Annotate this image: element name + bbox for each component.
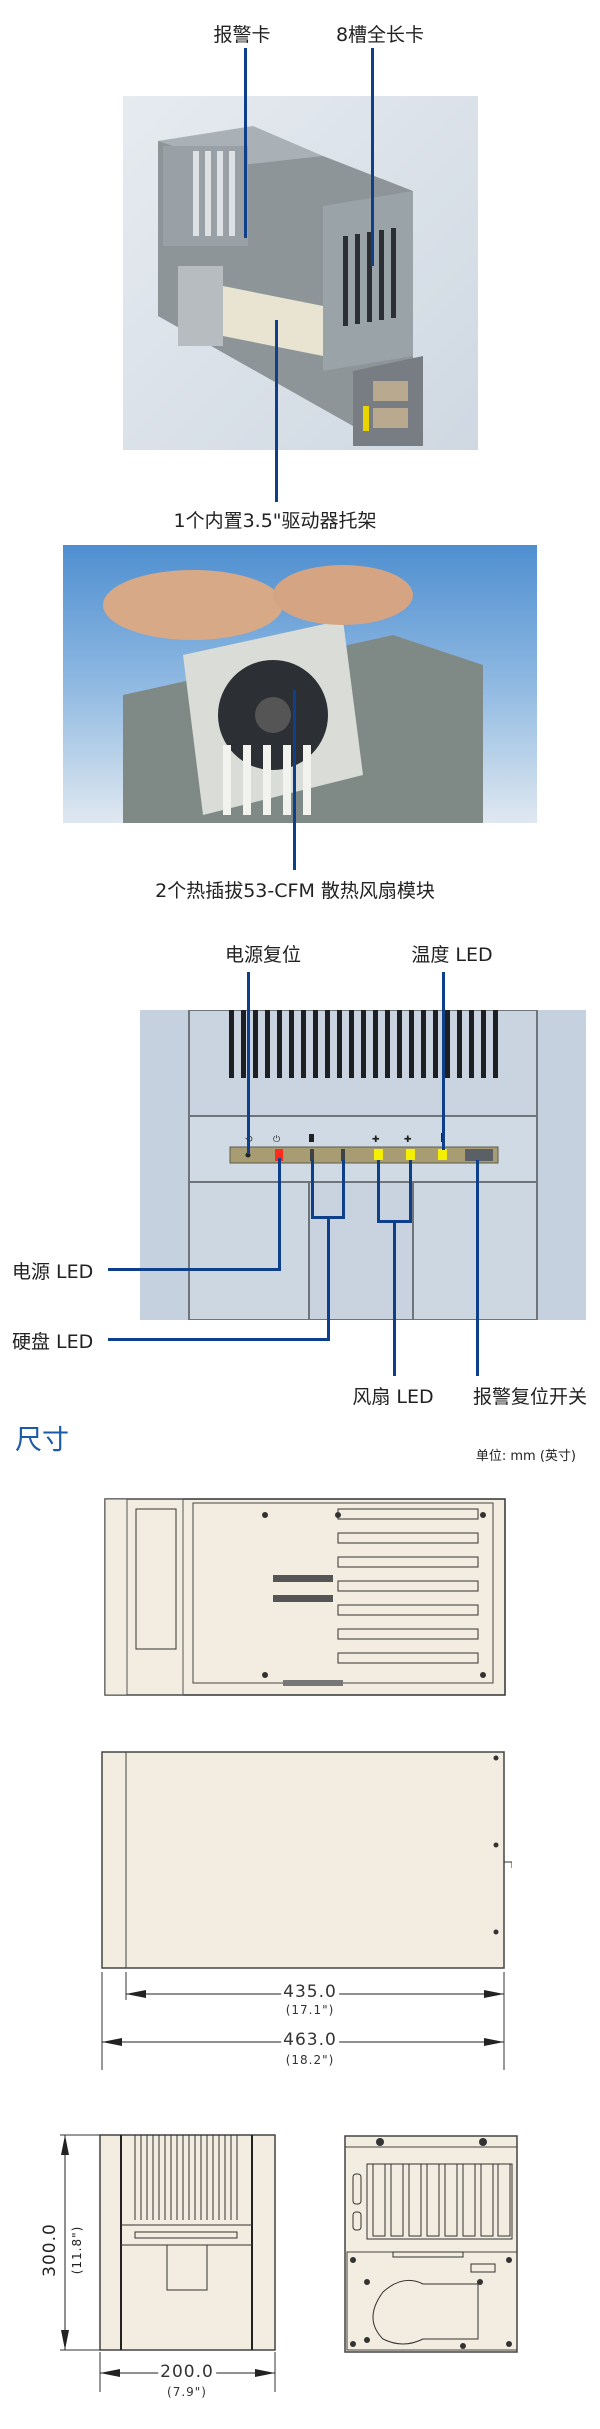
label-fan-led: 风扇 LED bbox=[352, 1386, 434, 1408]
fan-module-photo bbox=[63, 545, 537, 823]
callout-line-fan-b bbox=[409, 1160, 412, 1222]
dim-height: 300.0 bbox=[40, 2221, 60, 2279]
svg-text:✚: ✚ bbox=[404, 1135, 412, 1145]
callout-line-fan-stem bbox=[393, 1220, 396, 1376]
label-alarm-card: 报警卡 bbox=[213, 24, 271, 46]
callout-line-power-led-h bbox=[108, 1268, 281, 1271]
callout-line-alarm-card bbox=[244, 48, 247, 238]
callout-line-temp-led bbox=[442, 972, 445, 1150]
svg-text:✚: ✚ bbox=[372, 1135, 380, 1145]
label-power-reset: 电源复位 bbox=[224, 944, 302, 966]
unit-note: 单位: mm (英寸) bbox=[475, 1449, 576, 1464]
dim-height-inch: (11.8") bbox=[70, 2225, 84, 2275]
power-led bbox=[275, 1149, 283, 1161]
dim-width-inch: (7.9") bbox=[167, 2385, 207, 2399]
dim-total-length-inch: (18.2") bbox=[285, 2053, 335, 2067]
callout-line-hdd-a bbox=[311, 1160, 314, 1218]
dim-inner-length-inch: (17.1") bbox=[285, 2003, 335, 2017]
dim-inner-length: 435.0 bbox=[281, 1982, 339, 2002]
label-alarm-reset-switch: 报警复位开关 bbox=[472, 1386, 588, 1408]
label-temp-led: 温度 LED bbox=[411, 944, 493, 966]
callout-line-hdd-b bbox=[342, 1160, 345, 1218]
callout-line-alarm-reset bbox=[476, 1160, 479, 1376]
callout-line-fan-module bbox=[293, 690, 296, 870]
front-view-drawing bbox=[60, 2134, 276, 2392]
label-hdd-led: 硬盘 LED bbox=[12, 1331, 94, 1353]
dim-total-length: 463.0 bbox=[281, 2030, 339, 2050]
top-view-drawing bbox=[104, 1498, 506, 1696]
callout-line-power-reset bbox=[247, 972, 250, 1154]
callout-line-slots bbox=[371, 48, 374, 266]
callout-line-drive-bay bbox=[275, 320, 278, 502]
rear-view-drawing bbox=[344, 2135, 518, 2353]
callout-line-power-led bbox=[278, 1158, 281, 1270]
callout-line-hdd-stem bbox=[327, 1216, 330, 1340]
dim-width: 200.0 bbox=[158, 2362, 216, 2382]
chassis-interior-photo bbox=[123, 96, 478, 450]
label-8-slot-cards: 8槽全长卡 bbox=[335, 24, 425, 46]
callout-line-hdd-h bbox=[108, 1338, 330, 1341]
callout-line-fan-a bbox=[377, 1160, 380, 1222]
label-fan-module: 2个热插拔53-CFM 散热风扇模块 bbox=[155, 880, 435, 902]
label-power-led: 电源 LED bbox=[12, 1261, 94, 1283]
front-panel-photo: ⟲ ⏻ ✚ ✚ bbox=[140, 1010, 586, 1320]
svg-text:⏻: ⏻ bbox=[273, 1134, 280, 1145]
label-drive-bay: 1个内置3.5"驱动器托架 bbox=[173, 510, 377, 532]
dimensions-title: 尺寸 bbox=[15, 1425, 69, 1456]
